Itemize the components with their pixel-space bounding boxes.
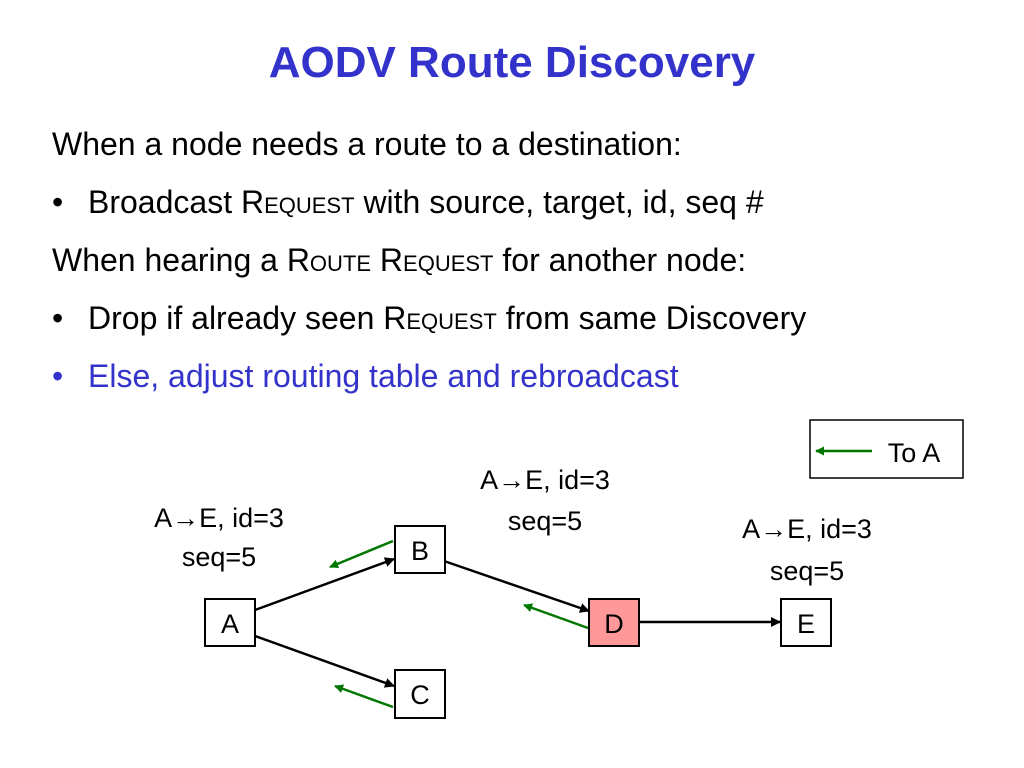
reverse-arrow-B-D: [523, 603, 589, 630]
edge-A-C: [254, 634, 395, 688]
node-B-label: B: [411, 536, 429, 566]
bullet-line-3: • Drop if already seen Request from same …: [52, 289, 1012, 347]
reverse-arrows: [329, 539, 589, 709]
legend-label: To A: [888, 438, 941, 468]
message-near-A-line1: A→E, id=3: [154, 503, 284, 533]
bullet-dot: •: [52, 358, 64, 394]
bullet-dot: •: [52, 300, 64, 336]
edge-B-D: [443, 559, 590, 613]
message-near-E-line2: seq=5: [770, 556, 844, 586]
legend: To A: [809, 419, 964, 479]
message-near-E-line1: A→E, id=3: [742, 514, 872, 544]
node-E-label: E: [797, 609, 815, 639]
node-D-label: D: [604, 609, 624, 639]
text-line-0: When a node needs a route to a destinati…: [52, 115, 1012, 173]
line-segment: Else, adjust routing table and rebroadca…: [88, 358, 679, 394]
node-B-box: [394, 525, 446, 574]
keyword-small-caps: Route Request: [286, 242, 494, 278]
node-B: B: [394, 525, 446, 574]
arrow-right-icon: →: [760, 514, 787, 544]
message-near-B-text: E, id=3: [525, 465, 610, 495]
node-E-box: [780, 598, 832, 647]
line-segment: for another node:: [493, 242, 747, 278]
message-near-E: A→E, id=3 seq=5: [742, 514, 872, 586]
node-E: E: [780, 598, 832, 647]
message-near-B-line1: A→E, id=3: [480, 465, 610, 495]
node-A-label: A: [221, 609, 239, 639]
node-D-box: [588, 598, 640, 647]
line-segment: with source, target, id, seq #: [354, 184, 764, 220]
edge-A-B: [254, 557, 395, 612]
message-near-E-source: A: [742, 514, 760, 544]
bullet-line-1: • Broadcast Request with source, target, …: [52, 173, 1012, 231]
line-segment: When a node needs a route to a destinati…: [52, 126, 682, 162]
slide-text: When a node needs a route to a destinati…: [52, 115, 1012, 405]
line-segment: Drop if already seen: [88, 300, 384, 336]
arrow-right-icon: →: [498, 465, 525, 495]
node-C: C: [394, 669, 446, 719]
message-near-B: A→E, id=3 seq=5: [480, 465, 610, 536]
bullet-line-4: • Else, adjust routing table and rebroadc…: [52, 347, 1012, 405]
keyword-small-caps: Request: [383, 300, 497, 336]
line-segment: When hearing a: [52, 242, 287, 278]
node-A-box: [204, 598, 256, 647]
message-near-B-line2: seq=5: [508, 506, 582, 536]
keyword-small-caps: Request: [240, 184, 355, 220]
node-C-label: C: [410, 680, 430, 710]
message-near-A: A→E, id=3 seq=5: [154, 503, 284, 572]
message-near-E-text: E, id=3: [787, 514, 872, 544]
message-near-A-line2: seq=5: [182, 542, 256, 572]
reverse-arrow-A-B: [329, 539, 394, 569]
slide-title: AODV Route Discovery: [268, 38, 756, 87]
legend-box: [809, 419, 964, 479]
node-C-box: [394, 669, 446, 719]
line-segment: Broadcast: [88, 184, 241, 220]
message-near-A-text: E, id=3: [199, 503, 284, 533]
edges: [254, 557, 781, 688]
node-A: A: [204, 598, 256, 647]
text-line-2: When hearing a Route Request for another…: [52, 231, 1012, 289]
node-D: D: [588, 598, 640, 647]
arrow-right-icon: →: [172, 503, 199, 533]
reverse-arrow-A-C: [334, 684, 394, 709]
bullet-dot: •: [52, 184, 64, 220]
message-near-A-source: A: [154, 503, 172, 533]
line-segment: from same Discovery: [496, 300, 807, 336]
message-near-B-source: A: [480, 465, 498, 495]
